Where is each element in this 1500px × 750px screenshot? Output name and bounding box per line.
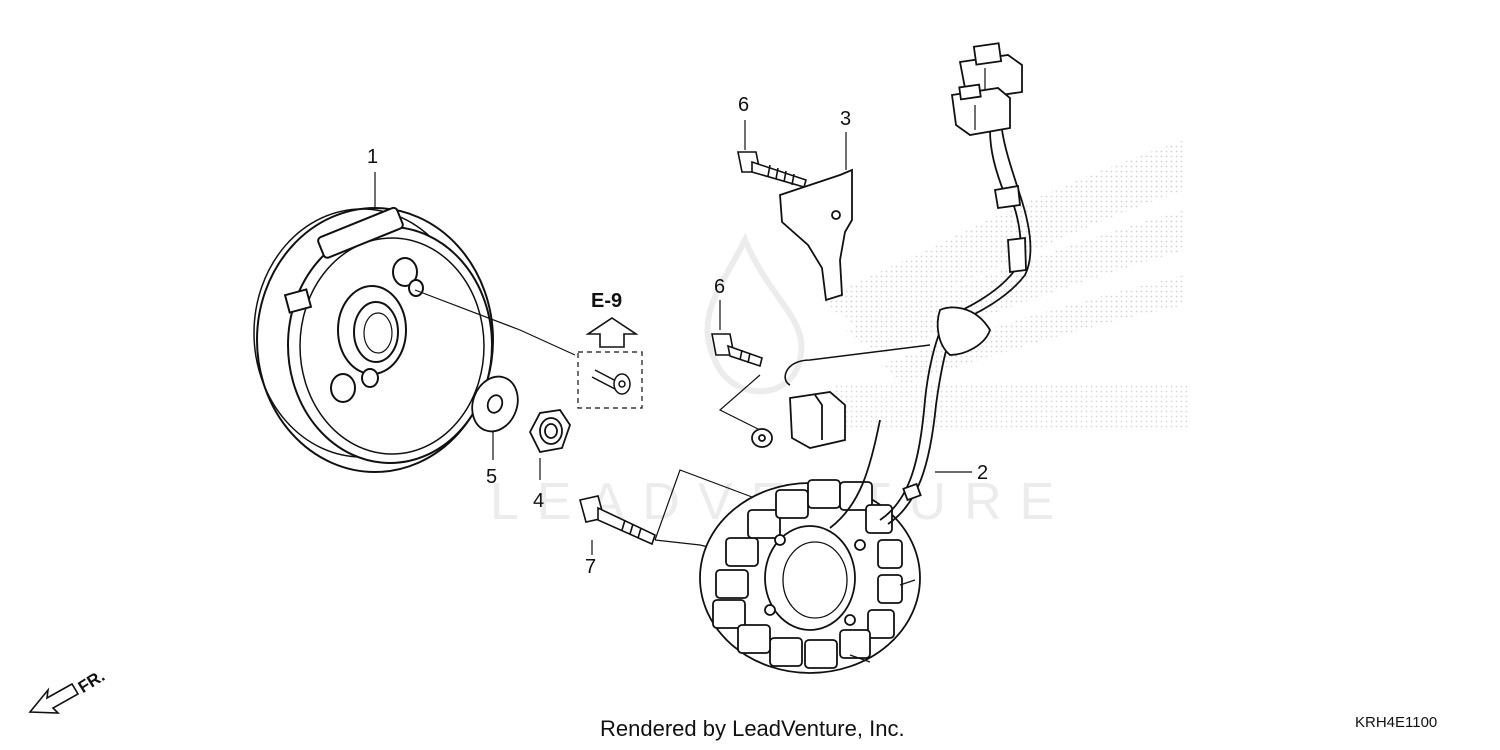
footer-credit: Rendered by LeadVenture, Inc. (600, 716, 905, 741)
reference-bolt-box (577, 351, 643, 409)
callout-7: 7 (585, 556, 597, 578)
connector-lower (950, 83, 1011, 136)
reference-arrow (585, 317, 639, 348)
callout-6-lower: 6 (714, 276, 726, 298)
bolt-upper (737, 151, 807, 188)
callout-2: 2 (977, 462, 989, 484)
nut (528, 409, 571, 454)
flywheel (253, 206, 494, 473)
leader-lines (374, 120, 972, 561)
stator (699, 479, 921, 674)
front-direction-arrow (28, 682, 80, 714)
wiring-harness (829, 129, 1032, 529)
callout-3: 3 (840, 108, 852, 130)
callout-4: 4 (533, 490, 545, 512)
diagram-code: KRH4E1100 (1355, 714, 1438, 731)
callout-5: 5 (486, 466, 498, 488)
callout-1: 1 (367, 146, 379, 168)
bolt-lower (711, 333, 763, 368)
reference-label: E-9 (591, 290, 623, 312)
bracket (779, 168, 853, 302)
washer (471, 375, 519, 433)
long-bolt (579, 495, 656, 546)
callout-6-upper: 6 (738, 94, 750, 116)
pulse-sensor (751, 344, 931, 449)
honda-wing-watermark (704, 140, 1190, 430)
